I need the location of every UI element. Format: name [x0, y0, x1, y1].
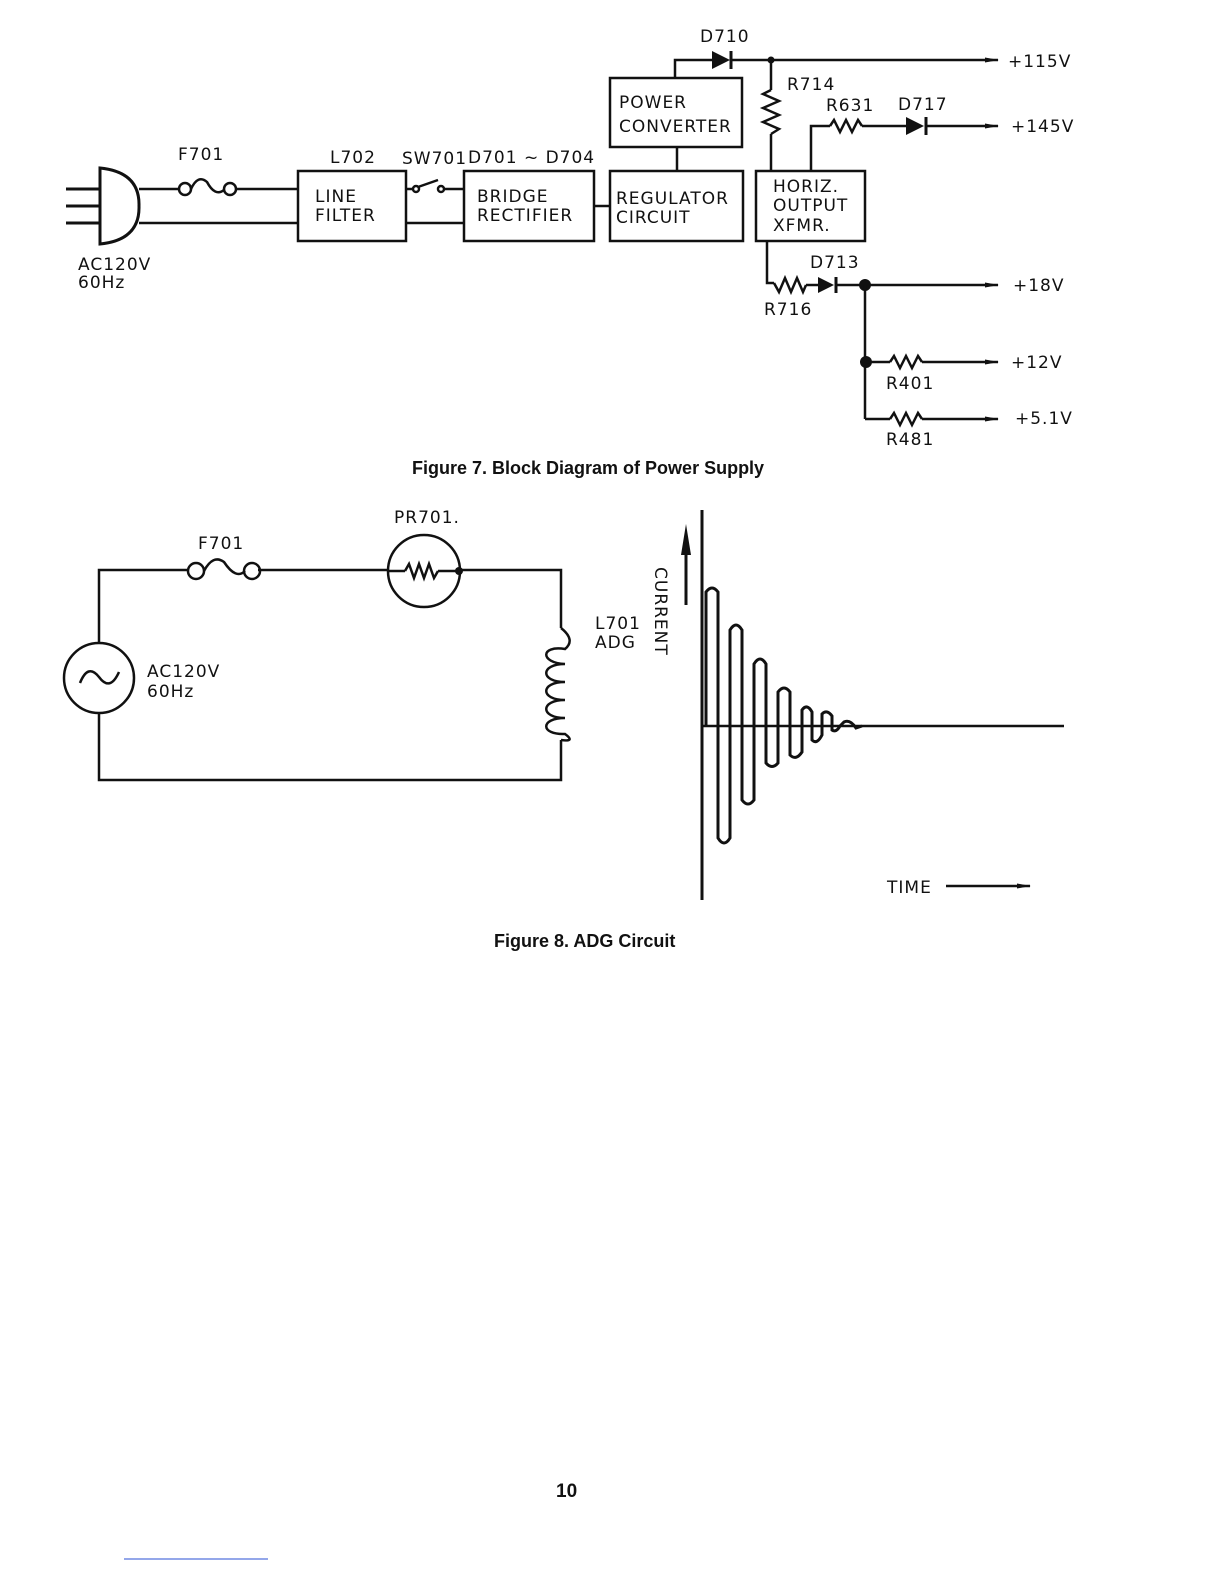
resistor-r714-symbol: [759, 60, 783, 171]
diode-d713-label: D713: [810, 253, 860, 273]
regulator-text-1: REGULATOR: [616, 189, 729, 209]
figure-8-caption: Figure 8. ADG Circuit: [494, 931, 676, 951]
diode-d710-symbol: [712, 51, 733, 69]
coil-l701-symbol: [545, 627, 571, 742]
output-12v-label: +12V: [1011, 353, 1063, 373]
resistor-r631-label: R631: [826, 96, 874, 116]
figure-7-block-diagram: AC120V 60Hz F701 LINE FILTER L702 SW701 …: [66, 27, 1074, 450]
line-filter-text-1: LINE: [315, 187, 357, 207]
resistor-r631-symbol: [828, 117, 864, 135]
rectifier-text-1: BRIDGE: [477, 187, 549, 207]
fuse-f701-adg-symbol: [186, 558, 262, 581]
ac-source-symbol: [62, 641, 136, 715]
diode-d717-label: D717: [898, 95, 948, 115]
thermistor-pr701-symbol: [386, 533, 463, 609]
resistor-r716-symbol: [772, 274, 808, 296]
output-115v-label: +115V: [1008, 52, 1071, 72]
switch-sw701-symbol: [406, 178, 464, 194]
line-filter-ref: L702: [330, 148, 376, 168]
damped-current-waveform: [704, 586, 863, 845]
input-voltage-label: AC120V: [78, 255, 151, 275]
fuse-f701-symbol: [177, 177, 238, 197]
adg-fuse-label: F701: [198, 534, 244, 554]
regulator-text-2: CIRCUIT: [616, 208, 691, 228]
resistor-r481-symbol: [888, 410, 924, 428]
adg-current-graph: CURRENT TIME: [650, 510, 1064, 900]
line-filter-text-2: FILTER: [315, 206, 376, 226]
resistor-r714-label: R714: [787, 75, 835, 95]
converter-text-1: POWER: [619, 93, 687, 113]
line-filter-block: [296, 169, 408, 243]
coil-name-label: ADG: [595, 633, 636, 653]
ac-source-voltage-label: AC120V: [147, 662, 220, 682]
diode-d713-symbol: [818, 277, 838, 293]
rectifier-ref: D701 ~ D704: [468, 148, 595, 168]
regulator-circuit-block: [608, 169, 745, 243]
figure-8-adg-circuit: F701 PR701. AC120V 60Hz L701 ADG: [62, 508, 1064, 900]
horiz-text-3: XFMR.: [773, 216, 831, 236]
horiz-text-1: HORIZ.: [773, 177, 839, 197]
figure-7-caption: Figure 7. Block Diagram of Power Supply: [412, 458, 765, 478]
resistor-r481-label: R481: [886, 430, 934, 450]
diode-d710-label: D710: [700, 27, 750, 47]
horiz-output-xfmr-block: [754, 169, 867, 243]
output-18v-label: +18V: [1013, 276, 1065, 296]
page-number: 10: [556, 1481, 578, 1502]
input-frequency-label: 60Hz: [78, 273, 125, 293]
fuse-label: F701: [178, 145, 224, 165]
resistor-r401-symbol: [888, 353, 924, 371]
x-axis-label: TIME: [886, 878, 932, 898]
horiz-text-2: OUTPUT: [773, 196, 848, 216]
converter-text-2: CONVERTER: [619, 117, 732, 137]
ac-plug-symbol: [66, 166, 141, 246]
y-axis-label: CURRENT: [650, 567, 670, 656]
resistor-r716-label: R716: [764, 300, 812, 320]
coil-ref-label: L701: [595, 614, 641, 634]
switch-label: SW701: [402, 149, 467, 169]
thermistor-label: PR701.: [394, 508, 460, 528]
output-51v-label: +5.1V: [1015, 409, 1073, 429]
diode-d717-symbol: [906, 117, 928, 135]
power-converter-block: [608, 76, 744, 149]
output-145v-label: +145V: [1011, 117, 1074, 137]
rectifier-text-2: RECTIFIER: [477, 206, 573, 226]
resistor-r401-label: R401: [886, 374, 934, 394]
ac-source-frequency-label: 60Hz: [147, 682, 194, 702]
